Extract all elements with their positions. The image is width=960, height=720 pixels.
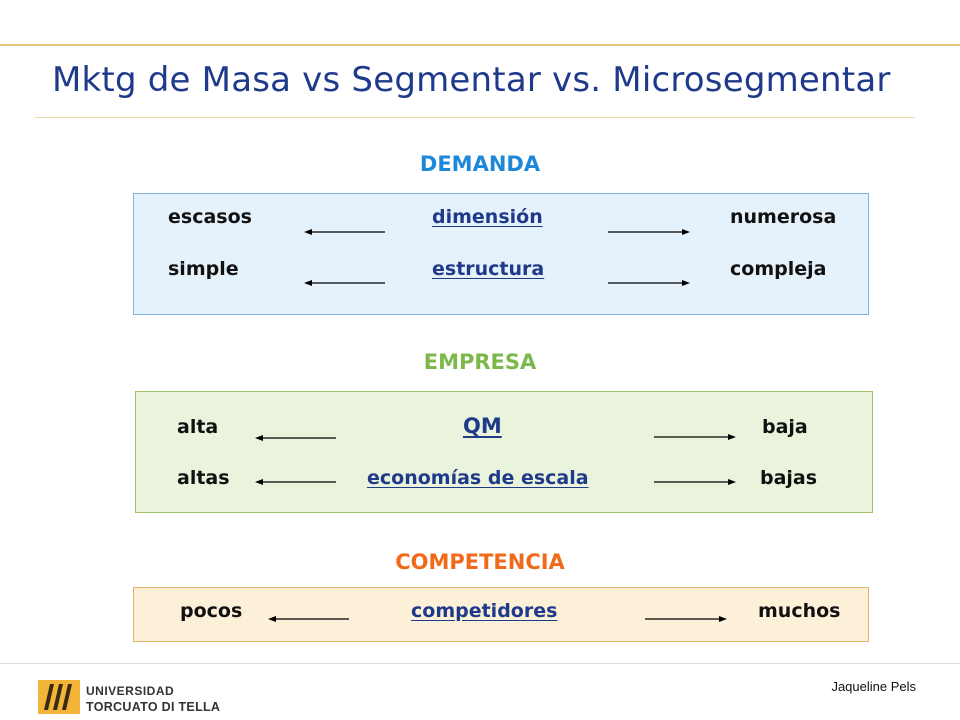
heading-competencia: COMPETENCIA	[395, 550, 565, 574]
footer-rule	[0, 663, 960, 664]
demanda-row1-right: numerosa	[730, 206, 837, 228]
university-logo-icon	[38, 680, 80, 718]
empresa-row1-center: QM	[463, 414, 502, 438]
competencia-row1-center: competidores	[411, 600, 558, 622]
panel-competencia	[133, 587, 869, 642]
left-arrow-icon	[304, 278, 386, 288]
right-arrow-icon	[645, 614, 727, 624]
empresa-row1-left: alta	[177, 416, 219, 438]
title-underline-rule	[35, 117, 915, 118]
logo-line2: TORCUATO DI TELLA	[86, 700, 221, 714]
right-arrow-icon	[608, 278, 690, 288]
slide-title: Mktg de Masa vs Segmentar vs. Microsegme…	[52, 60, 891, 100]
author-name: Jaqueline Pels	[831, 679, 916, 694]
right-arrow-icon	[654, 477, 736, 487]
left-arrow-icon	[268, 614, 350, 624]
empresa-row2-left: altas	[177, 467, 230, 489]
demanda-row2-right: compleja	[730, 258, 827, 280]
logo-line1: UNIVERSIDAD	[86, 684, 175, 698]
left-arrow-icon	[255, 433, 337, 443]
competencia-row1-left: pocos	[180, 600, 243, 622]
panel-demanda	[133, 193, 869, 315]
demanda-row2-center: estructura	[432, 258, 545, 280]
empresa-row1-right: baja	[762, 416, 808, 438]
top-accent-rule	[0, 44, 960, 46]
university-logo-text: UNIVERSIDAD TORCUATO DI TELLA	[86, 683, 220, 715]
demanda-row1-left: escasos	[168, 206, 252, 228]
left-arrow-icon	[304, 227, 386, 237]
right-arrow-icon	[654, 432, 736, 442]
right-arrow-icon	[608, 227, 690, 237]
left-arrow-icon	[255, 477, 337, 487]
empresa-row2-center: economías de escala	[367, 467, 589, 489]
demanda-row1-center: dimensión	[432, 206, 543, 228]
heading-demanda: DEMANDA	[419, 152, 541, 176]
demanda-row2-left: simple	[168, 258, 239, 280]
competencia-row1-right: muchos	[758, 600, 841, 622]
heading-empresa: EMPRESA	[423, 350, 537, 374]
empresa-row2-right: bajas	[760, 467, 818, 489]
panel-empresa	[135, 391, 873, 513]
